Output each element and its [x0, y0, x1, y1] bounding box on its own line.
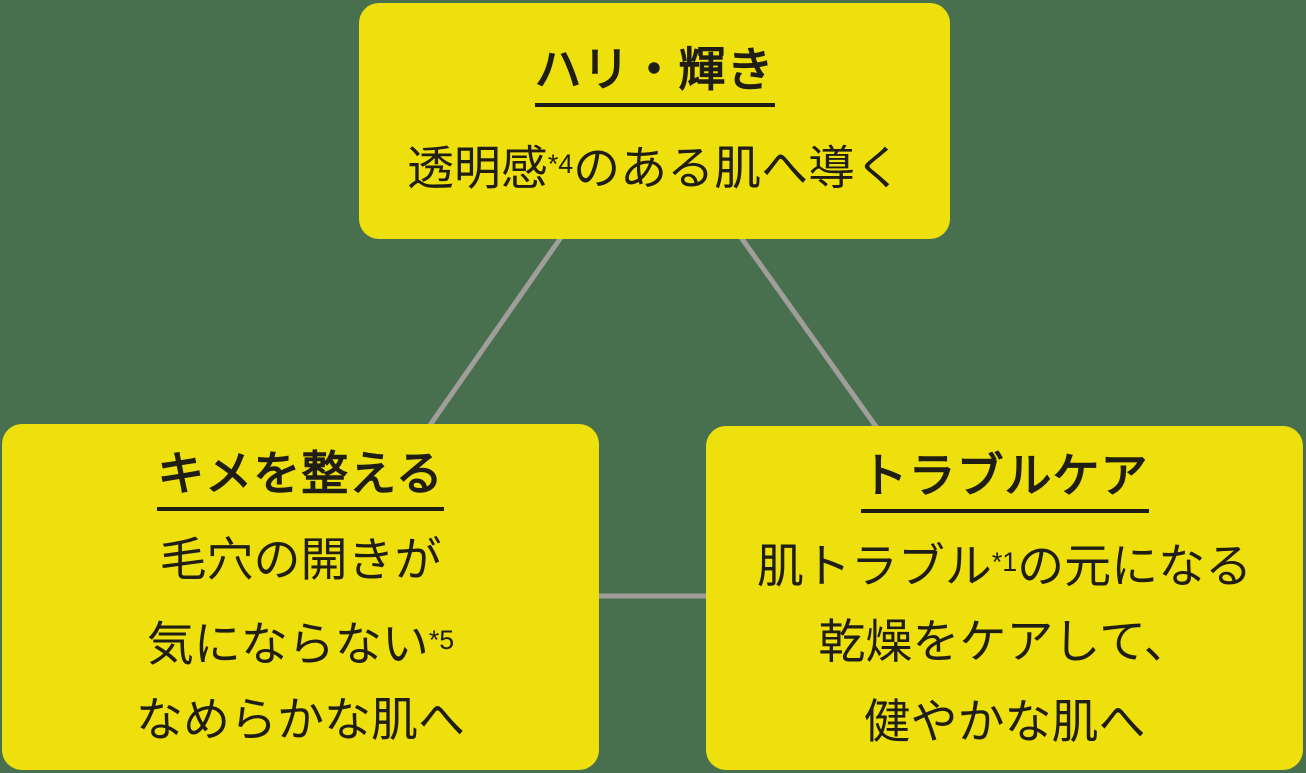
node-kime-body: 毛穴の開きが 気にならない*5 なめらかな肌へ [136, 520, 465, 760]
body-line: なめらかな肌へ [136, 680, 465, 760]
node-trouble-care-title: トラブルケア [860, 450, 1149, 513]
body-line: 透明感*4のある肌へ導く [407, 132, 902, 196]
node-kime-title: キメを整える [157, 448, 444, 511]
connector-top-to-right [737, 234, 880, 430]
body-text: なめらかな肌へ [136, 693, 465, 746]
node-hari-kagayaki-body: 透明感*4のある肌へ導く [407, 132, 902, 196]
node-kime: キメを整える 毛穴の開きが 気にならない*5 なめらかな肌へ [2, 424, 599, 770]
node-title-line: キメを整える [157, 448, 444, 512]
body-text: 健やかな肌へ [863, 695, 1146, 748]
body-text: のある肌へ導く [573, 141, 903, 195]
node-trouble-care-body: 肌トラブル*1の元になる 乾燥をケアして、 健やかな肌へ [757, 522, 1252, 762]
node-hari-kagayaki-title: ハリ・輝き [534, 44, 775, 107]
body-text: 透明感 [406, 141, 548, 195]
body-line: 気にならない*5 [136, 600, 465, 680]
body-text: 毛穴の開きが [159, 533, 442, 586]
body-text: の元になる [1017, 539, 1253, 593]
footnote-marker: *4 [547, 149, 574, 179]
node-hari-kagayaki: ハリ・輝き 透明感*4のある肌へ導く [359, 3, 950, 239]
body-text: 乾燥をケアして、 [818, 615, 1191, 668]
body-line: 肌トラブル*1の元になる [757, 522, 1252, 602]
body-line: 乾燥をケアして、 [757, 602, 1252, 682]
body-line: 毛穴の開きが [136, 520, 465, 600]
footnote-marker: *1 [991, 547, 1018, 577]
node-trouble-care: トラブルケア 肌トラブル*1の元になる 乾燥をケアして、 健やかな肌へ [706, 426, 1303, 770]
node-title-line: ハリ・輝き [534, 44, 775, 108]
body-text: 気にならない [146, 617, 429, 671]
footnote-marker: *5 [428, 625, 455, 655]
connector-top-to-left [425, 234, 565, 430]
body-line: 健やかな肌へ [757, 682, 1252, 762]
node-title-line: トラブルケア [860, 450, 1149, 514]
body-text: 肌トラブル [756, 539, 992, 593]
